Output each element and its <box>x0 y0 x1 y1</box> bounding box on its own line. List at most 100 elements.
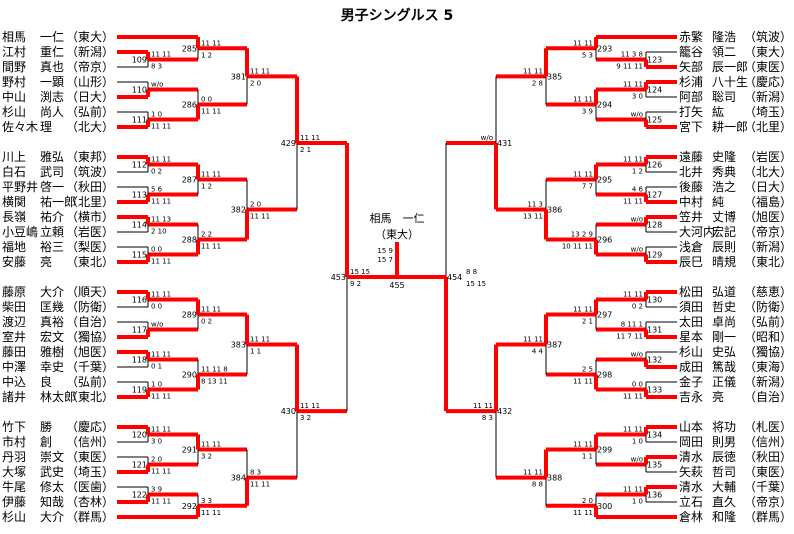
player-affiliation: （東大） <box>744 45 792 59</box>
player-family-name: 中山 <box>2 89 26 104</box>
player-family-name: 立石 <box>679 494 703 509</box>
player-affiliation: （帝京） <box>744 224 792 239</box>
player-affiliation: （北里） <box>744 120 792 134</box>
score-bottom: 0 2 <box>151 168 162 176</box>
match-number: 115 <box>132 251 147 260</box>
player-family-name: 伊藤 <box>2 495 26 509</box>
score-top: 11 11 <box>573 441 593 449</box>
match-number: 136 <box>647 491 662 500</box>
score-top: w/o <box>631 246 643 254</box>
match-number: 109 <box>132 56 147 65</box>
score-top: 11 11 <box>151 291 171 299</box>
match-number: 132 <box>647 356 662 365</box>
player-family-name: 杉浦 <box>679 75 703 89</box>
player-given-name: 裕三 <box>40 239 64 254</box>
player-given-name: 宏文 <box>40 329 64 344</box>
player-given-name: 辰則 <box>712 240 736 254</box>
player-given-name: 浩之 <box>712 180 736 194</box>
player-given-name: 渕志 <box>40 90 64 104</box>
score-top: 11 11 <box>300 134 320 142</box>
match-number: 385 <box>547 72 562 81</box>
match-number: 292 <box>182 502 197 511</box>
player-affiliation: （弘前） <box>66 374 114 389</box>
score-top: 11 11 <box>151 351 171 359</box>
match-number: 112 <box>132 161 147 170</box>
player-affiliation: （帝京） <box>66 59 114 74</box>
player-given-name: 哲史 <box>712 300 736 314</box>
player-family-name: 倉林 <box>679 509 703 524</box>
player-given-name: 史弘 <box>712 345 736 359</box>
score-bottom: 1 1 <box>250 348 261 356</box>
player-given-name: 辰徳 <box>712 449 736 464</box>
score-top: 0 0 <box>201 96 212 104</box>
player-given-name: 創 <box>40 435 52 449</box>
player-family-name: 小豆嶋 <box>2 225 38 239</box>
player-family-name: 丹羽 <box>2 450 26 464</box>
player-given-name: 亮 <box>712 389 724 404</box>
match-number: 134 <box>647 431 662 440</box>
player-given-name: 武司 <box>40 165 64 179</box>
player-given-name: 哲司 <box>712 465 736 479</box>
score-bottom: 1 2 <box>201 51 212 59</box>
score-top: w/o <box>481 134 493 142</box>
player-given-name: 雅樹 <box>40 344 64 359</box>
player-given-name: 剛一 <box>712 330 736 344</box>
player-affiliation: （筑波） <box>66 164 114 179</box>
player-affiliation: （東医） <box>744 465 792 479</box>
match-number: 297 <box>597 311 612 320</box>
match-number: 129 <box>647 251 662 260</box>
score-bottom: 10 11 11 <box>562 243 593 251</box>
player-family-name: 藤田 <box>2 345 26 359</box>
player-family-name: 宮下 <box>679 119 703 134</box>
player-family-name: 赤繁 <box>679 29 703 44</box>
score-top: 11 11 <box>573 96 593 104</box>
score-bottom: 11 11 <box>151 393 171 401</box>
player-affiliation: （新潟） <box>744 89 792 104</box>
score-bottom: 0 2 <box>632 303 643 311</box>
player-family-name: 横関 <box>2 195 26 209</box>
final-match-number: 455 <box>389 281 404 290</box>
score-bottom: 0 1 <box>151 363 162 371</box>
score-top: w/o <box>631 351 643 359</box>
player-affiliation: （新潟） <box>66 44 114 59</box>
score-top: 15 15 <box>350 268 370 276</box>
score-bottom: 11 11 <box>151 468 171 476</box>
match-number: 288 <box>182 236 197 245</box>
player-affiliation: （岩医） <box>744 149 792 164</box>
player-affiliation: （旭医） <box>744 210 792 224</box>
score-bottom: 11 11 <box>250 481 270 489</box>
player-given-name: 正儀 <box>712 375 736 389</box>
match-number: 110 <box>132 86 147 95</box>
score-top: 11 11 <box>151 156 171 164</box>
score-top: w/o <box>631 456 643 464</box>
score-bottom: 11 11 <box>201 108 221 116</box>
player-affiliation: （自治） <box>66 315 114 329</box>
player-affiliation: （新潟） <box>744 374 792 389</box>
player-given-name: 一仁 <box>40 30 64 44</box>
player-family-name: 吉永 <box>679 390 703 404</box>
match-number: 388 <box>547 474 562 483</box>
player-given-name: 卓尚 <box>712 315 736 329</box>
score-bottom: 8 8 <box>532 481 543 489</box>
score-top: 11 11 <box>623 156 643 164</box>
player-family-name: 市村 <box>2 434 26 449</box>
player-given-name: 尚人 <box>40 105 64 119</box>
player-affiliation: （東邦） <box>66 150 114 164</box>
player-given-name: 立頼 <box>40 224 64 239</box>
match-number: 298 <box>597 371 612 380</box>
match-number: 296 <box>597 236 612 245</box>
player-given-name: 領二 <box>712 44 736 59</box>
player-family-name: 杉山 <box>679 345 703 359</box>
match-number: 130 <box>647 296 662 305</box>
match-number: 299 <box>597 446 612 455</box>
player-affiliation: （横市） <box>66 209 114 224</box>
player-family-name: 山本 <box>679 420 703 434</box>
score-top: 11 11 <box>201 441 221 449</box>
player-family-name: 後藤 <box>679 180 703 194</box>
score-top: 3 3 <box>201 497 212 505</box>
score-bottom: 4 4 <box>532 348 544 356</box>
player-family-name: 柴田 <box>2 300 26 314</box>
score-bottom: 2 1 <box>300 146 311 154</box>
player-family-name: 清水 <box>679 450 703 464</box>
